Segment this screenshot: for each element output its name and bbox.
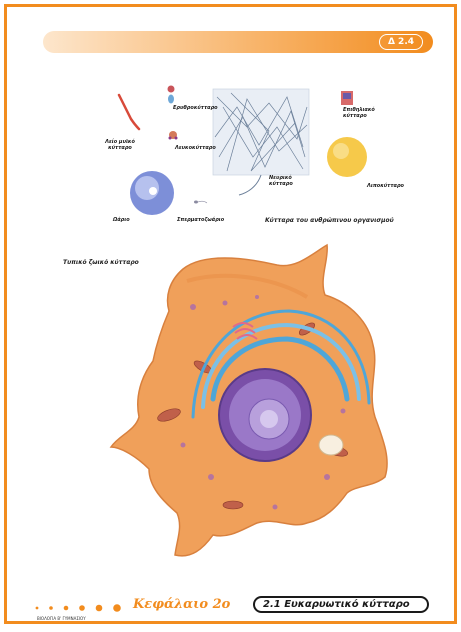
label-sperm: Σπερματοζωάριο [177, 217, 224, 223]
label-white-blood-cell: Λευκοκύτταρο [175, 145, 216, 151]
smooth-muscle-cell [119, 95, 139, 129]
section-title: 2.1 Ευκαρυωτικό κύτταρο [253, 596, 429, 613]
label-ovum: Ωάριο [113, 217, 130, 223]
human-cells-caption: Κύτταρα του ανθρώπινου οργανισμού [265, 217, 394, 224]
nucleus [219, 369, 311, 461]
label-fat-cell: Λιποκύτταρο [367, 183, 404, 189]
chapter-title: Κεφάλαιο 2ο [133, 597, 230, 612]
label-smooth-muscle: Λείο μυϊκό κύτταρο [103, 139, 137, 151]
human-cells-illustration [7, 7, 457, 247]
footer-dots [33, 603, 131, 613]
book-title: ΒΙΟΛΟΓΙΑ Β' ΓΥΜΝΑΣΙΟΥ [37, 616, 86, 621]
label-nerve-cell: Νευρικό κύτταρο [269, 175, 299, 187]
red-blood-cell [168, 86, 175, 104]
animal-cell-illustration [7, 237, 457, 592]
label-red-blood-cell: Ερυθροκύτταρο [173, 105, 218, 111]
fat-cell [327, 137, 367, 177]
vacuole [319, 435, 343, 455]
sperm-cell [194, 201, 207, 204]
white-blood-cell [169, 131, 178, 140]
label-epithelial-cell: Επιθηλιακό κύτταρο [343, 107, 379, 119]
epithelial-cell [341, 91, 353, 105]
textbook-page: Δ 2.4 [4, 4, 457, 624]
